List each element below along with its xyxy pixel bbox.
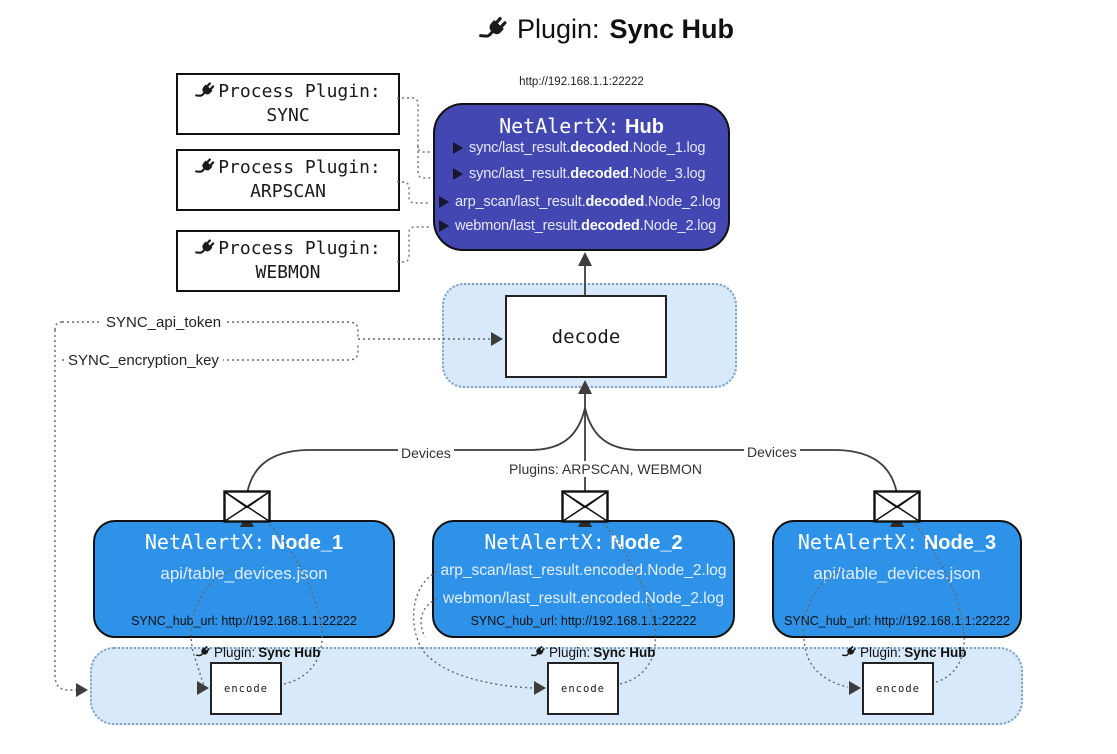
node-file-line: api/table_devices.json: [160, 564, 328, 583]
node-file-line: arp_scan/last_result.encoded.Node_2.log: [440, 562, 727, 579]
encode-box: encode: [862, 662, 934, 715]
node-title: NetAlertX: Node_2: [484, 530, 683, 554]
sync-encryption-key-label: SYNC_encryption_key: [64, 352, 223, 369]
process-plugin-name: ARPSCAN: [250, 181, 326, 202]
decode-box: decode: [505, 295, 667, 378]
hub-log-row: sync/last_result.decoded.Node_1.log: [453, 137, 706, 159]
encode-box: encode: [210, 662, 282, 715]
hub-log-row: webmon/last_result.decoded.Node_2.log: [439, 215, 716, 237]
encode-box: encode: [547, 662, 619, 715]
envelope-icon: [873, 490, 921, 528]
encoder-label: Plugin: Sync Hub: [196, 645, 321, 660]
netalertx-node3-box: NetAlertX: Node_3 api/table_devices.json…: [772, 520, 1022, 638]
process-plugin-name: WEBMON: [255, 262, 321, 283]
hub-log-row: arp_scan/last_result.decoded.Node_2.log: [439, 191, 721, 213]
page-title-bold: Sync Hub: [609, 14, 735, 44]
process-plugin-label: Process Plugin:: [218, 156, 381, 178]
encoder-label: Plugin: Sync Hub: [842, 645, 967, 660]
netalertx-node2-box: NetAlertX: Node_2 arp_scan/last_result.e…: [432, 520, 735, 638]
node-title: NetAlertX: Node_3: [797, 530, 997, 554]
node-hub-url: SYNC_hub_url: http://192.168.1.1:22222: [131, 614, 357, 628]
page-title-prefix: Plugin:: [516, 14, 600, 44]
plug-icon: [195, 238, 217, 260]
page-title: Plugin: Sync Hub: [0, 14, 1117, 45]
netalertx-hub-box: NetAlertX: Hub sync/last_result.decoded.…: [433, 103, 730, 251]
hub-title-bold: Hub: [625, 116, 664, 138]
encoder-label: Plugin: Sync Hub: [531, 645, 656, 660]
node-file-line: api/table_devices.json: [813, 564, 981, 583]
node-hub-url: SYNC_hub_url: http://192.168.1.1:22222: [470, 614, 697, 628]
plug-icon: [531, 645, 546, 660]
process-plugin-label: Process Plugin:: [218, 80, 381, 102]
process-plugin-name: SYNC: [266, 105, 310, 126]
process-plugin-arpscan-box: Process Plugin: ARPSCAN: [176, 149, 400, 211]
process-plugin-webmon-box: Process Plugin: WEBMON: [176, 230, 400, 292]
arrow-right-icon: [439, 196, 449, 208]
plug-icon: [478, 14, 509, 45]
hub-log-row: sync/last_result.decoded.Node_3.log: [453, 163, 706, 185]
plug-icon: [842, 645, 857, 660]
node-hub-url: SYNC_hub_url: http://192.168.1.1:22222: [784, 614, 1010, 628]
sync-api-token-label: SYNC_api_token: [102, 314, 226, 331]
edge-label-plugins: Plugins: ARPSCAN, WEBMON: [506, 461, 705, 477]
process-plugin-sync-box: Process Plugin: SYNC: [176, 73, 400, 135]
arrow-right-icon: [453, 142, 463, 154]
edge-label-devices-left: Devices: [398, 445, 454, 461]
node-title: NetAlertX: Node_1: [144, 530, 344, 554]
hub-url-label: http://192.168.1.1:22222: [519, 76, 644, 88]
hub-title: NetAlertX: Hub: [435, 114, 728, 139]
process-plugin-label: Process Plugin:: [218, 237, 381, 259]
plug-icon: [195, 157, 217, 179]
plug-icon: [196, 645, 211, 660]
node-file-line: webmon/last_result.encoded.Node_2.log: [443, 590, 724, 607]
plug-icon: [195, 81, 217, 103]
netalertx-node1-box: NetAlertX: Node_1 api/table_devices.json…: [93, 520, 395, 638]
envelope-icon: [223, 490, 271, 528]
hub-title-mono: NetAlertX:: [499, 114, 620, 138]
envelope-icon: [561, 490, 609, 528]
arrow-right-icon: [453, 168, 463, 180]
arrow-right-icon: [439, 220, 449, 232]
edge-label-devices-right: Devices: [744, 444, 800, 460]
